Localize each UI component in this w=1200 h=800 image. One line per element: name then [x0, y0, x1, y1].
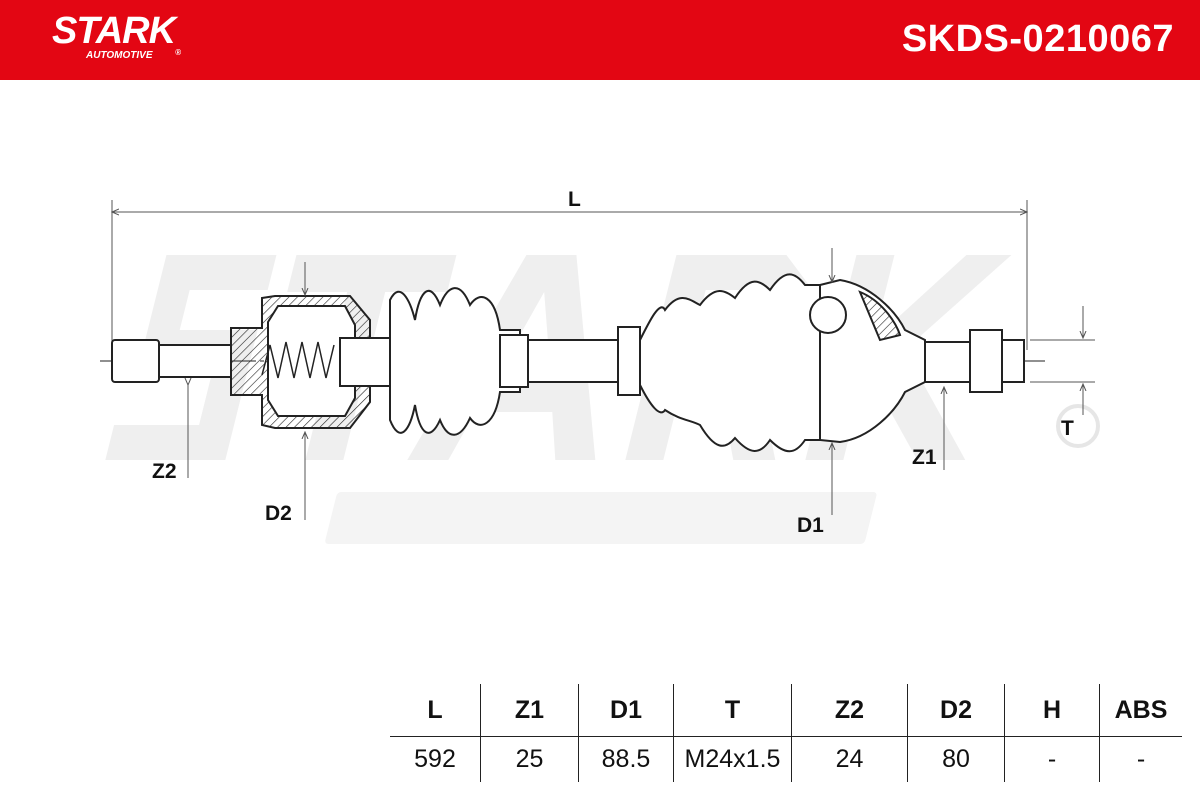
logo-brand: STARK: [52, 10, 176, 52]
header-bar: STARK® AUTOMOTIVE SKDS-0210067: [0, 0, 1200, 80]
dimension-labels: L Z2 D2 D1 Z1 T: [152, 188, 1074, 537]
label-Z2: Z2: [152, 460, 177, 483]
spec-table: L Z1 D1 T Z2 D2 H ABS 592 25 88.5 M24x1.…: [388, 682, 1184, 784]
shaft: [527, 339, 621, 383]
value-Z1: 25: [480, 736, 579, 782]
value-D2: 80: [907, 736, 1005, 782]
header-Z2: Z2: [791, 684, 908, 737]
header-D1: D1: [578, 684, 674, 737]
value-H: -: [1004, 736, 1100, 782]
spec-header-row: L Z1 D1 T Z2 D2 H ABS: [390, 684, 1182, 737]
part-number: SKDS-0210067: [901, 18, 1174, 60]
drive-shaft-drawing: L Z2 D2 D1 Z1 T: [100, 188, 1100, 544]
label-T: T: [1061, 417, 1074, 440]
label-D2: D2: [265, 502, 292, 525]
header-H: H: [1004, 684, 1100, 737]
inner-joint: [111, 287, 529, 436]
value-D1: 88.5: [578, 736, 674, 782]
dimension-L: [112, 200, 1027, 350]
value-T: M24x1.5: [673, 736, 792, 782]
value-Z2: 24: [791, 736, 908, 782]
header-ABS: ABS: [1099, 684, 1182, 737]
logo-registered: ®: [175, 48, 181, 57]
watermark: [105, 255, 1100, 544]
dimension-lines: [188, 248, 1095, 520]
outer-joint: [617, 273, 1025, 453]
header-D2: D2: [907, 684, 1005, 737]
header-L: L: [390, 684, 481, 737]
value-ABS: -: [1099, 736, 1182, 782]
header-T: T: [673, 684, 792, 737]
label-D1: D1: [797, 514, 824, 537]
header-Z1: Z1: [480, 684, 579, 737]
logo-subtitle: AUTOMOTIVE: [86, 50, 153, 61]
stark-logo: STARK® AUTOMOTIVE: [52, 10, 181, 61]
label-Z1: Z1: [912, 446, 937, 469]
spec-value-row: 592 25 88.5 M24x1.5 24 80 - -: [390, 736, 1182, 782]
label-L: L: [568, 188, 581, 211]
value-L: 592: [390, 736, 481, 782]
